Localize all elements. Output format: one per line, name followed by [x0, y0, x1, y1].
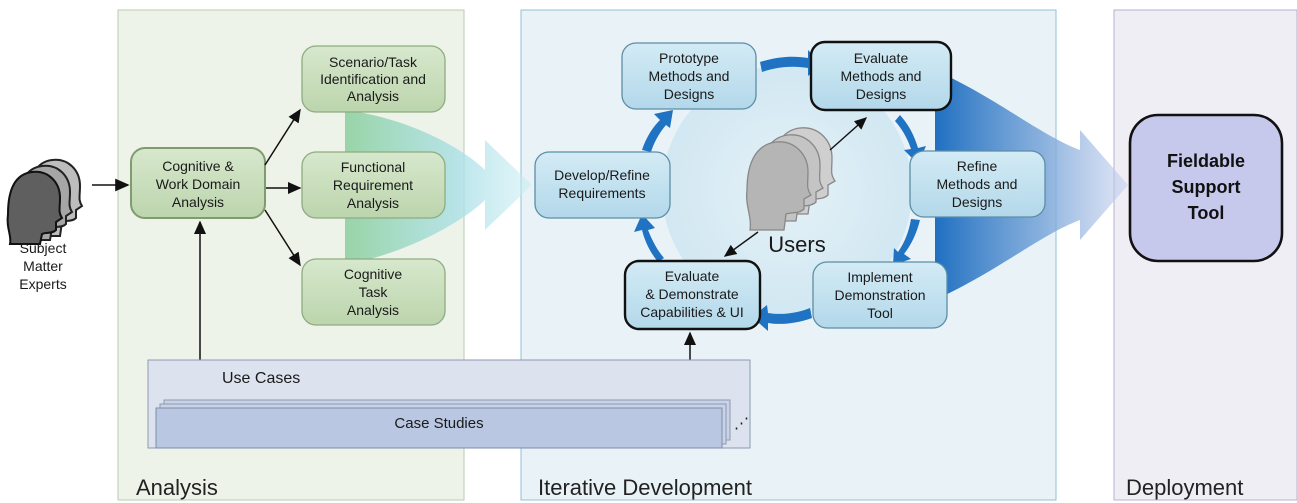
- implement-line3: Tool: [867, 305, 893, 321]
- develop-line2: Requirements: [558, 185, 645, 201]
- implement-line2: Demonstration: [834, 287, 925, 303]
- users-icon: [745, 127, 836, 231]
- functional-requirement-analysis-box[interactable]: Functional Requirement Analysis: [301, 151, 446, 219]
- use-cases-panel[interactable]: Use Cases Case Studies ⋰: [147, 359, 751, 449]
- evaluate-top-line2: Methods and: [841, 68, 922, 84]
- functional-line1: Functional: [341, 159, 406, 175]
- functional-line2: Requirement: [333, 177, 413, 193]
- cwda-to-scenario-arrow: [264, 108, 301, 166]
- functional-line3: Analysis: [347, 195, 399, 211]
- fieldable-line1: Fieldable: [1167, 151, 1245, 171]
- fieldable-line2: Support: [1172, 177, 1241, 197]
- sme-label-line1: Subject: [20, 240, 67, 256]
- cwda-line3: Analysis: [172, 194, 224, 210]
- more-items-icon: ⋰: [734, 415, 749, 432]
- scenario-line3: Analysis: [347, 88, 399, 104]
- cta-line1: Cognitive: [344, 266, 403, 282]
- implement-line1: Implement: [847, 269, 912, 285]
- cycle-arrows: [634, 50, 926, 331]
- fieldable-support-tool-box[interactable]: Fieldable Support Tool: [1128, 113, 1284, 263]
- cwda-line2: Work Domain: [156, 176, 241, 192]
- evaluate-methods-box[interactable]: Evaluate Methods and Designs: [809, 40, 953, 112]
- scenario-task-identification-box[interactable]: Scenario/Task Identification and Analysi…: [301, 45, 446, 113]
- fieldable-line3: Tool: [1188, 203, 1225, 223]
- users-label: Users: [768, 232, 825, 257]
- scenario-line1: Scenario/Task: [329, 54, 418, 70]
- evaluate-demonstrate-box[interactable]: Evaluate & Demonstrate Capabilities & UI: [623, 259, 762, 331]
- refine-line2: Methods and: [937, 176, 1018, 192]
- implement-demonstration-box[interactable]: Implement Demonstration Tool: [812, 261, 948, 329]
- prototype-line1: Prototype: [659, 50, 719, 66]
- cta-line2: Task: [359, 284, 389, 300]
- cta-line3: Analysis: [347, 302, 399, 318]
- evaluate-top-line1: Evaluate: [854, 50, 909, 66]
- cwda-to-cta-arrow: [264, 209, 301, 267]
- subject-matter-experts-icon: [6, 158, 84, 245]
- scenario-line2: Identification and: [320, 71, 426, 87]
- refine-line3: Designs: [952, 194, 1003, 210]
- cognitive-task-analysis-box[interactable]: Cognitive Task Analysis: [301, 258, 446, 326]
- cognitive-work-domain-analysis-box[interactable]: Cognitive & Work Domain Analysis: [130, 147, 266, 219]
- case-studies-card[interactable]: [155, 407, 723, 449]
- use-cases-label: Use Cases: [222, 370, 300, 387]
- sme-label-line3: Experts: [19, 276, 66, 292]
- evaluate-demo-line1: Evaluate: [665, 268, 720, 284]
- develop-refine-requirements-box[interactable]: Develop/Refine Requirements: [534, 151, 671, 219]
- refine-methods-box[interactable]: Refine Methods and Designs: [909, 150, 1046, 218]
- prototype-line3: Designs: [664, 86, 715, 102]
- evaluate-demo-line2: & Demonstrate: [645, 286, 739, 302]
- sme-label-line2: Matter: [23, 258, 63, 274]
- deployment-panel-label: Deployment: [1126, 475, 1243, 500]
- cwda-line1: Cognitive &: [162, 158, 234, 174]
- analysis-panel-label: Analysis: [136, 475, 218, 500]
- refine-line1: Refine: [957, 158, 998, 174]
- users-to-evaluate-arrow: [829, 117, 868, 151]
- evaluate-demo-line3: Capabilities & UI: [640, 304, 744, 320]
- users-to-evaluate-demo-arrow: [723, 231, 759, 257]
- iterative-development-panel-label: Iterative Development: [538, 475, 752, 500]
- prototype-methods-box[interactable]: Prototype Methods and Designs: [621, 42, 757, 110]
- prototype-line2: Methods and: [649, 68, 730, 84]
- develop-line1: Develop/Refine: [554, 167, 650, 183]
- evaluate-top-line3: Designs: [856, 86, 907, 102]
- case-studies-label: Case Studies: [394, 415, 483, 432]
